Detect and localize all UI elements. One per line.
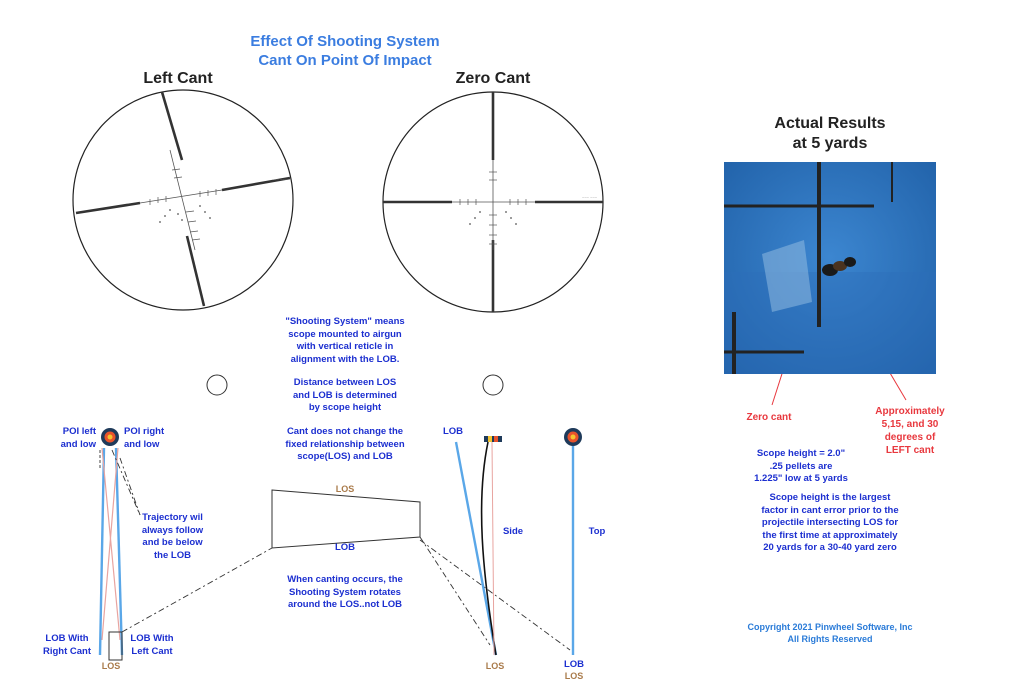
text-line: Scope height is the largest xyxy=(769,492,891,503)
target-photo-image xyxy=(724,162,936,374)
text-line: scope mounted to airgun xyxy=(288,328,402,340)
text-line: Distance between LOS xyxy=(293,377,397,388)
text-line: POI right xyxy=(124,426,165,437)
copyright-line-1: Copyright 2021 Pinwheel Software, Inc xyxy=(747,622,913,632)
text-line: scope(LOS) and LOB xyxy=(297,451,393,462)
text-line: When canting occurs, the xyxy=(287,574,403,585)
text-line: factor in cant error prior to the xyxy=(761,504,899,516)
text-line: "Shooting System" means xyxy=(285,316,405,327)
text-line: projectile intersecting LOS for xyxy=(761,517,899,528)
side-label: Side xyxy=(502,526,524,537)
explanation-p4: When canting occurs, the Shooting System… xyxy=(250,574,440,612)
copyright: Copyright 2021 Pinwheel Software, Inc Al… xyxy=(730,621,930,645)
title-line-1: Effect Of Shooting System xyxy=(250,33,440,50)
text-line: LEFT cant xyxy=(885,445,935,456)
text-line: with vertical reticle in xyxy=(296,341,394,352)
text-line: LOB With xyxy=(45,633,89,644)
text-line: and low xyxy=(60,438,96,450)
text-line: Left Cant xyxy=(131,645,173,657)
text-line: .25 pellets are xyxy=(769,460,833,472)
right-lob-bottom-label: LOB xyxy=(563,659,585,670)
left-los-label: LOS xyxy=(101,661,121,671)
small-circle-left xyxy=(206,374,228,396)
text-line: the LOB xyxy=(154,549,191,561)
text-line: LOB With xyxy=(130,633,174,644)
results-title: Actual Results at 5 yards xyxy=(730,114,930,154)
left-cant-note: Approximately 5,15, and 30 degrees of LE… xyxy=(860,405,960,457)
svg-text:~~~ ~~~: ~~~ ~~~ xyxy=(582,195,598,200)
lob-right-cant-label: LOB With Right Cant xyxy=(32,633,102,658)
text-line: and LOB is determined xyxy=(293,389,397,401)
right-lob-label: LOB xyxy=(442,426,464,437)
right-los-label: LOS xyxy=(485,661,505,671)
left-trajectory-diagram xyxy=(98,428,273,661)
trajectory-label: Trajectory wil always follow and be belo… xyxy=(130,512,215,562)
text-line: around the LOS..not LOB xyxy=(288,599,402,610)
page-title: Effect Of Shooting System Cant On Point … xyxy=(0,32,690,70)
results-title-line-1: Actual Results xyxy=(774,115,886,132)
right-los-bottom-label: LOS xyxy=(564,671,584,681)
text-line: Shooting System rotates xyxy=(289,586,401,598)
title-line-2: Cant On Point Of Impact xyxy=(258,52,432,69)
text-line: alignment with the LOB. xyxy=(290,353,400,365)
text-line: Cant does not change the xyxy=(286,426,404,437)
trapezoid-diagram xyxy=(271,489,571,651)
right-side-diagram xyxy=(454,428,582,656)
text-line: 5,15, and 30 xyxy=(881,419,939,430)
left-cant-scope: ~~~ ~~~ xyxy=(72,89,294,311)
text-line: and low xyxy=(124,438,160,450)
explanation-p3: Cant does not change the fixed relations… xyxy=(250,426,440,464)
explanation-p2: Distance between LOS and LOB is determin… xyxy=(250,377,440,415)
poi-left-label: POI left and low xyxy=(44,426,96,451)
target-photo xyxy=(724,162,936,374)
left-cant-label: Left Cant xyxy=(143,70,213,87)
text-line: Approximately xyxy=(875,406,945,417)
text-line: Trajectory wil xyxy=(142,512,203,523)
text-line: POI left xyxy=(62,426,96,437)
svg-text:~~~ ~~~: ~~~ ~~~ xyxy=(272,177,288,182)
small-circle-right xyxy=(482,374,504,396)
lob-left-cant-label: LOB With Left Cant xyxy=(122,633,182,658)
text-line: always follow xyxy=(141,524,204,536)
text-line: degrees of xyxy=(884,432,936,443)
scope-factor-note: Scope height is the largest factor in ca… xyxy=(735,492,925,555)
text-line: the first time at approximately xyxy=(762,529,898,541)
text-line: 20 yards for a 30-40 yard zero xyxy=(763,542,897,553)
text-line: 1.225" low at 5 yards xyxy=(754,473,848,484)
text-line: Right Cant xyxy=(42,645,92,657)
trapezoid-lob-label: LOB xyxy=(334,542,356,553)
zero-cant-label: Zero Cant xyxy=(455,70,531,87)
zero-cant-scope: ~~~ ~~~ xyxy=(382,91,604,313)
top-label: Top xyxy=(588,526,606,537)
zero-cant-note: Zero cant xyxy=(746,412,792,423)
explanation-p1: "Shooting System" means scope mounted to… xyxy=(250,316,440,366)
text-line: Scope height = 2.0" xyxy=(756,448,846,459)
copyright-line-2: All Rights Reserved xyxy=(787,634,873,644)
poi-right-label: POI right and low xyxy=(124,426,184,451)
scope-height-note: Scope height = 2.0" .25 pellets are 1.22… xyxy=(736,448,866,486)
results-title-line-2: at 5 yards xyxy=(792,135,868,152)
text-line: by scope height xyxy=(308,402,382,413)
text-line: and be below xyxy=(142,537,203,548)
text-line: fixed relationship between xyxy=(285,438,405,450)
trapezoid-los-label: LOS xyxy=(335,484,355,494)
